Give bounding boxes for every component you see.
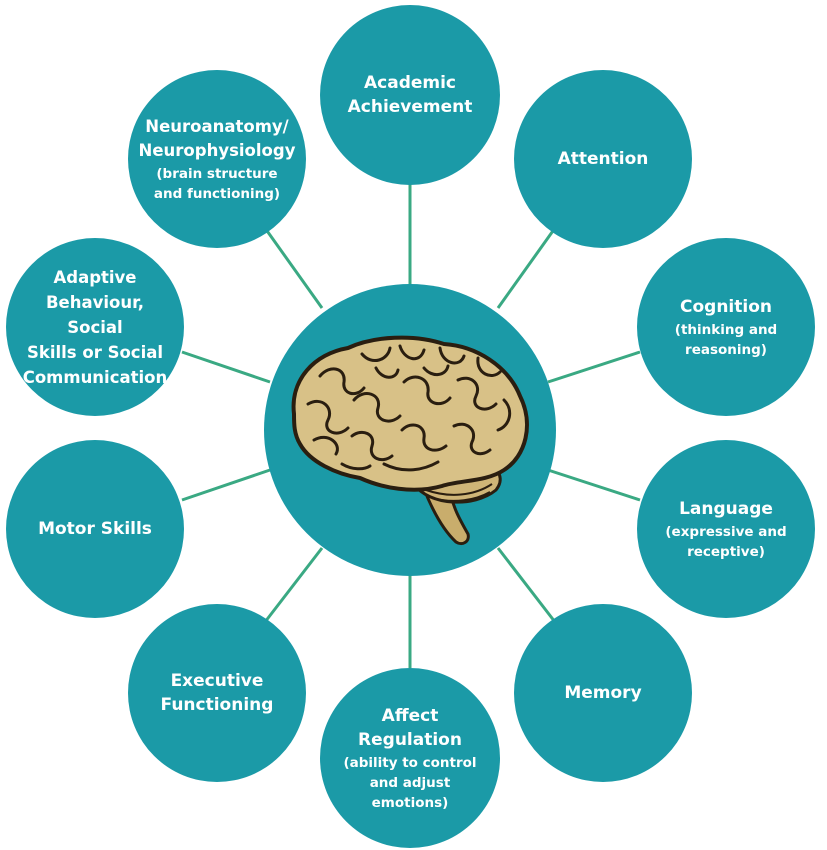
connector-memory (496, 547, 557, 623)
node-title: Language (679, 498, 773, 519)
node-cognition: Cognition (thinking and reasoning) (637, 238, 815, 416)
node-title: Memory (564, 683, 642, 703)
brain-icon (291, 335, 529, 546)
connector-cognition (547, 350, 641, 384)
node-title: Academic Achievement (347, 73, 473, 117)
node-subtitle: (expressive and receptive) (665, 523, 787, 560)
connector-language (547, 468, 641, 502)
center-node (264, 284, 556, 576)
connector-executive (263, 547, 324, 623)
node-title: Neuroanatomy/ Neurophysiology (138, 116, 296, 160)
node-title: Executive Functioning (160, 671, 274, 715)
connector-neuro (263, 227, 324, 309)
connector-attention (496, 227, 557, 309)
node-title: Motor Skills (38, 519, 152, 539)
node-title: Cognition (680, 296, 772, 317)
node-title: Adaptive Behaviour, Social Skills or Soc… (22, 267, 168, 387)
node-title: Affect Regulation (358, 705, 462, 750)
node-subtitle: (brain structure and functioning) (153, 165, 281, 202)
node-neuroanatomy: Neuroanatomy/ Neurophysiology (brain str… (128, 70, 306, 248)
node-memory: Memory (514, 604, 692, 782)
connector-adaptive (181, 350, 271, 384)
node-motor-skills: Motor Skills (6, 440, 184, 618)
node-executive-functioning: Executive Functioning (128, 604, 306, 782)
node-subtitle: (ability to control and adjust emotions) (343, 754, 477, 811)
node-academic-achievement: Academic Achievement (320, 5, 500, 185)
node-attention: Attention (514, 70, 692, 248)
node-affect-regulation: Affect Regulation (ability to control an… (320, 668, 500, 848)
node-title: Attention (557, 149, 649, 169)
node-subtitle: (thinking and reasoning) (674, 321, 778, 358)
node-language: Language (expressive and receptive) (637, 440, 815, 618)
connector-motor (181, 468, 271, 502)
node-adaptive-behaviour: Adaptive Behaviour, Social Skills or Soc… (6, 238, 184, 416)
